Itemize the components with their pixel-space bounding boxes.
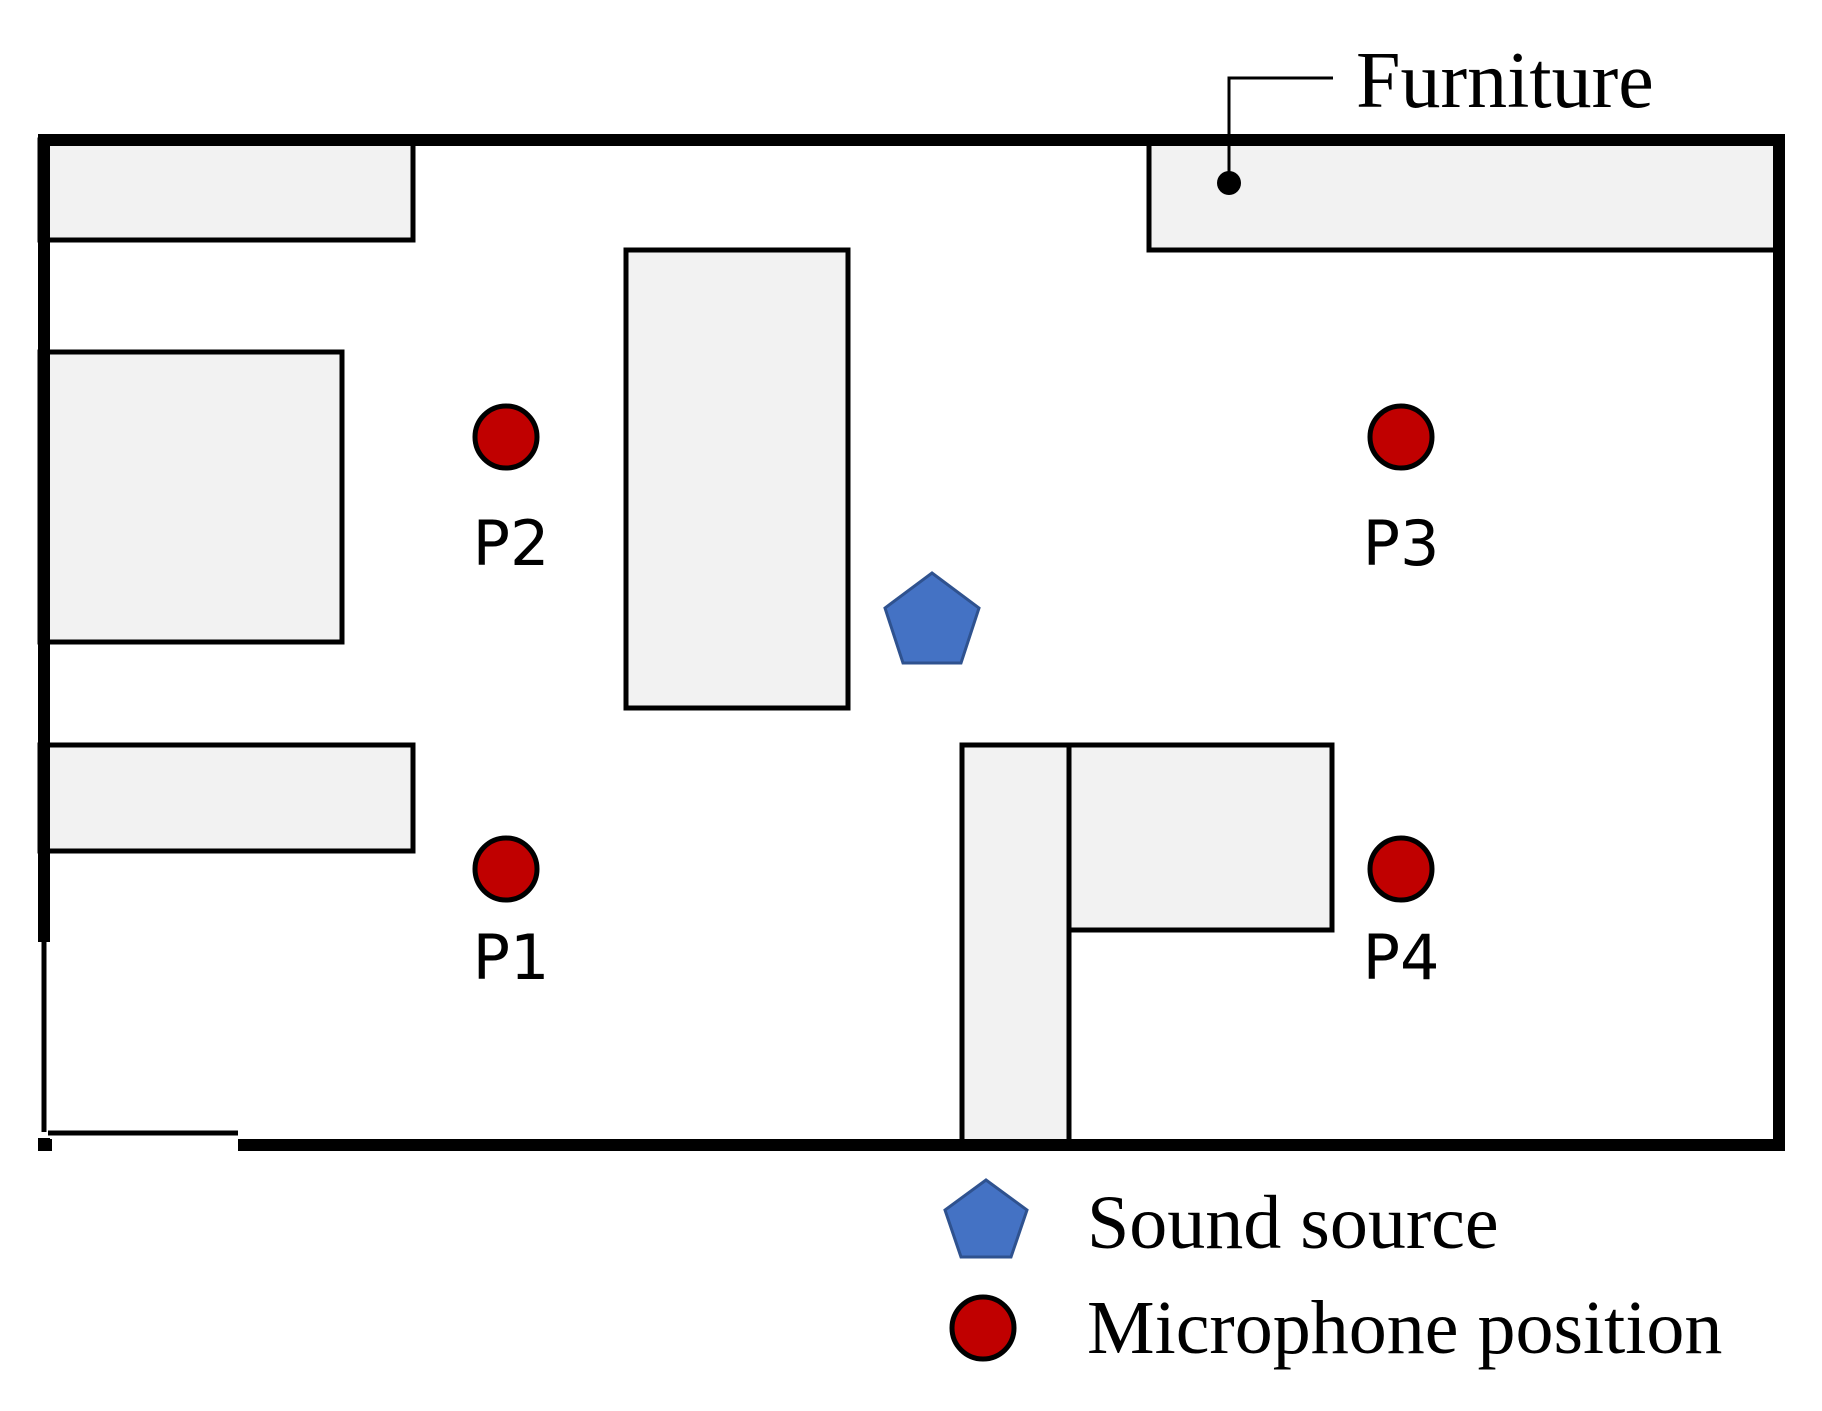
furniture-top-left-shelf [37, 137, 416, 243]
callout-leader-line [1227, 76, 1333, 182]
callout-dot [1217, 171, 1241, 195]
furniture-lower-vertical-desk [959, 742, 1072, 1148]
microphone-p3-label: P3 [1363, 507, 1440, 580]
door-gap-bottom [52, 1138, 238, 1152]
furniture-group [37, 137, 1782, 1148]
microphone-p1-marker [472, 835, 540, 903]
furniture-label: Furniture [1356, 37, 1654, 125]
microphone-p2-label: P2 [473, 507, 550, 580]
microphone-p2-marker [472, 403, 540, 471]
legend-microphone-label: Microphone position [1087, 1286, 1722, 1370]
furniture-left-desk [37, 742, 416, 854]
furniture-top-right-counter [1146, 137, 1782, 253]
microphone-p1-label: P1 [473, 921, 550, 994]
furniture-callout: Furniture [1217, 37, 1654, 195]
room-walls [38, 134, 1785, 1151]
microphone-markers [472, 403, 1435, 903]
sound-source-marker [883, 571, 981, 665]
microphone-labels: P2 P3 P1 P4 [473, 507, 1440, 994]
furniture-lower-desk-extension [1066, 742, 1335, 933]
furniture-center-table [623, 247, 851, 711]
legend-sound-source-label: Sound source [1087, 1181, 1499, 1265]
legend: Sound source Microphone position [943, 1178, 1722, 1370]
microphone-p4-marker [1367, 835, 1435, 903]
microphone-p3-marker [1367, 403, 1435, 471]
legend-microphone-icon [949, 1294, 1017, 1362]
door [36, 942, 238, 1152]
microphone-p4-label: P4 [1363, 921, 1440, 994]
legend-sound-source-icon [943, 1178, 1029, 1259]
furniture-left-cabinet [37, 349, 345, 645]
